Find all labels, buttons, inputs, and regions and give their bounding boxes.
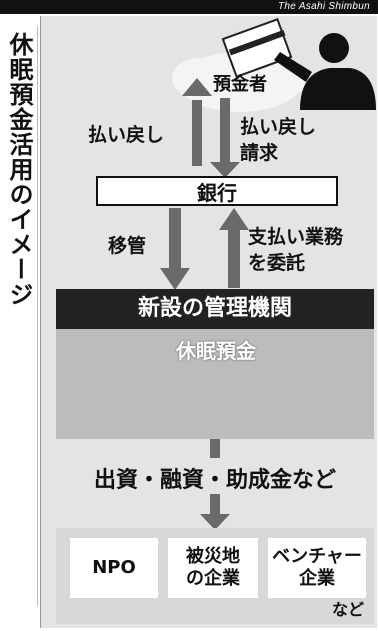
- agency-bar: 新設の管理機関: [56, 289, 374, 329]
- cloud-icon: [172, 52, 308, 112]
- delegate-arrow: [219, 208, 249, 288]
- funding-arrow-bottom: [200, 494, 230, 530]
- npo-box: NPO: [70, 538, 158, 598]
- transfer-arrow: [160, 208, 190, 290]
- npo-label: NPO: [92, 557, 136, 578]
- refund-label: 払い戻し: [88, 124, 165, 146]
- recipients-area: NPO 被災地 の企業 ベンチャー 企業 など: [56, 528, 374, 624]
- refund-request-arrow: [210, 98, 240, 178]
- venture-label-1: ベンチャー: [272, 546, 362, 567]
- refund-arrow: [182, 78, 212, 166]
- disaster-label-1: 被災地: [186, 546, 240, 567]
- refund-request-label-2: 請求: [240, 142, 279, 164]
- disaster-label-2: の企業: [186, 568, 240, 589]
- delegate-label-1: 支払い業務: [248, 226, 344, 248]
- etc-label: など: [331, 600, 364, 619]
- diagram-title: 休眠預金活用のイメージ: [5, 32, 33, 307]
- depositor-label: 預金者: [213, 74, 267, 95]
- venture-label-2: 企業: [298, 568, 335, 589]
- disaster-area-box: 被災地 の企業: [168, 538, 258, 598]
- bank-box: 銀行: [96, 176, 338, 206]
- title-column: 休眠預金活用のイメージ: [3, 26, 38, 606]
- dormant-label: 休眠預金: [176, 339, 256, 363]
- funding-arrow-top: [210, 438, 220, 458]
- venture-box: ベンチャー 企業: [268, 538, 366, 598]
- transfer-label: 移管: [108, 235, 147, 257]
- refund-request-label-1: 払い戻し: [240, 116, 317, 138]
- credit-bar: The Asahi Shimbun: [0, 0, 378, 14]
- person-icon: [274, 33, 376, 110]
- credit-text: The Asahi Shimbun: [278, 1, 370, 12]
- bankbook-icon: [221, 18, 293, 78]
- dormant-deposits-area: 休眠預金: [56, 329, 374, 439]
- funding-label: 出資・融資・助成金など: [93, 468, 336, 493]
- delegate-label-2: を委託: [248, 252, 306, 274]
